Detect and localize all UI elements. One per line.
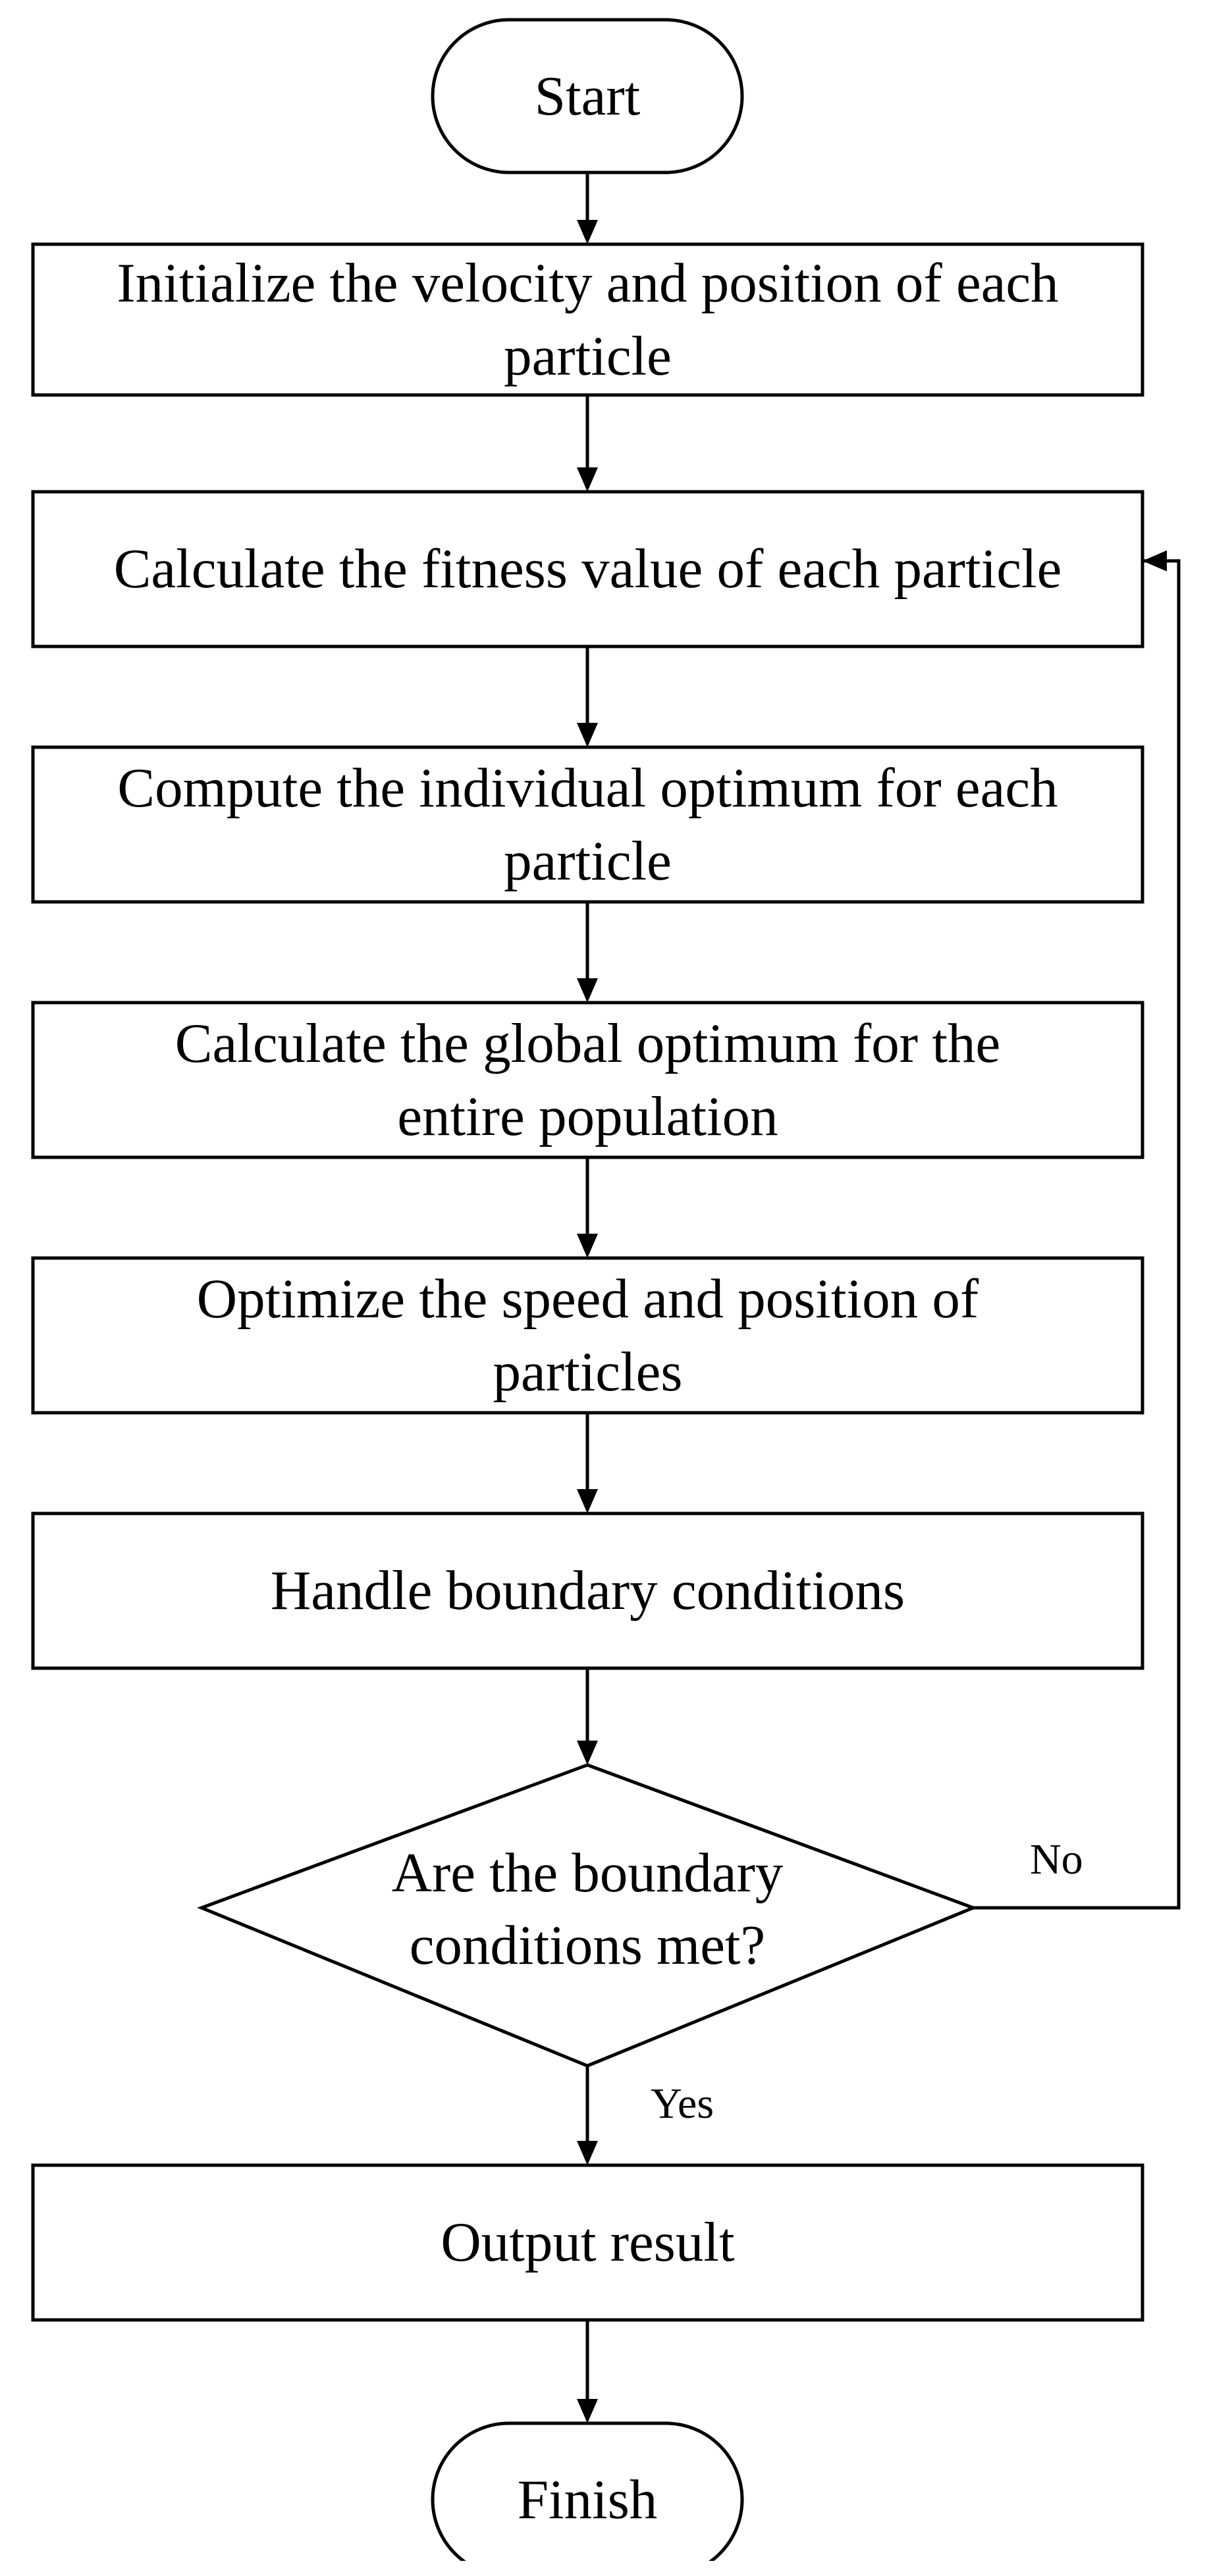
arrowhead-into-finish [577, 2399, 598, 2423]
arrowhead-into-init [577, 220, 598, 244]
edge-label-no: No [1030, 1835, 1083, 1883]
node-individual-shape [31, 745, 1144, 904]
node-decision-shape [197, 1763, 978, 2068]
node-global-text: Calculate the global optimum for the ent… [175, 1012, 1001, 1147]
node-init-label: Initialize the velocity and position of … [33, 244, 1142, 395]
node-start-label: Start [433, 20, 742, 172]
node-output-text: Output result [441, 2211, 735, 2274]
arrowhead-into-fitness [577, 467, 598, 492]
node-output-shape [31, 2163, 1144, 2322]
node-optimize-label: Optimize the speed and position of parti… [33, 1258, 1142, 1413]
node-individual-text: Compute the individual optimum for each … [117, 757, 1058, 892]
node-optimize-text: Optimize the speed and position of parti… [196, 1268, 979, 1403]
arrowhead-into-boundary [577, 1489, 598, 1513]
node-boundary-shape [31, 1511, 1144, 1670]
node-fitness-text: Calculate the fitness value of each part… [113, 538, 1062, 600]
node-finish-shape [431, 2421, 744, 2561]
node-finish-text: Finish [517, 2468, 658, 2531]
node-fitness-shape [31, 490, 1144, 648]
node-finish-label: Finish [433, 2423, 742, 2576]
node-init-text: Initialize the velocity and position of … [117, 252, 1059, 387]
node-init-shape [31, 242, 1144, 397]
node-output-label: Output result [33, 2165, 1142, 2320]
arrowhead-into-global [577, 978, 598, 1003]
node-decision-label: Are the boundary conditions met? [296, 1804, 878, 2014]
node-individual-label: Compute the individual optimum for each … [33, 747, 1142, 902]
node-start-text: Start [534, 65, 641, 127]
node-boundary-text: Handle boundary conditions [270, 1560, 905, 1622]
arrowhead-into-individual [577, 723, 598, 747]
node-decision-text: Are the boundary conditions met? [391, 1841, 784, 1977]
node-global-shape [31, 1001, 1144, 1159]
edge-label-yes: Yes [651, 2080, 714, 2128]
node-global-label: Calculate the global optimum for the ent… [33, 1003, 1142, 1157]
arrowhead-loop-into-fitness [1142, 550, 1167, 571]
arrowhead-into-output [577, 2141, 598, 2165]
arrowhead-into-optimize [577, 1234, 598, 1258]
node-optimize-shape [31, 1256, 1144, 1415]
node-start-shape [431, 18, 744, 174]
node-fitness-label: Calculate the fitness value of each part… [33, 492, 1142, 646]
node-boundary-label: Handle boundary conditions [33, 1513, 1142, 1668]
arrowhead-into-decision [577, 1741, 598, 1765]
